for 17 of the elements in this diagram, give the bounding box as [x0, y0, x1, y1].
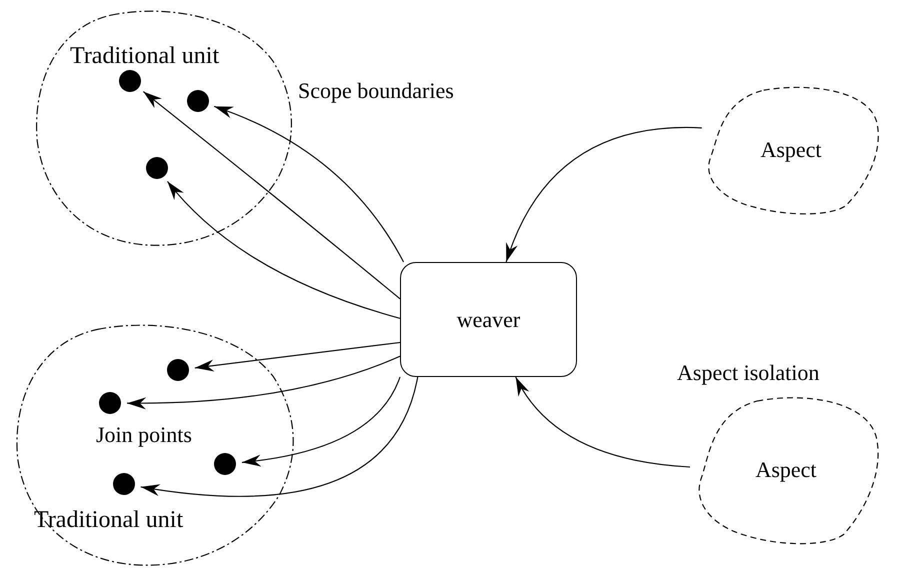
arrow — [142, 91, 400, 300]
aspect-label: Aspect — [759, 139, 823, 161]
unit-label: Traditional unit — [70, 44, 220, 68]
arrow — [140, 376, 418, 497]
arrow — [515, 376, 690, 468]
arrow — [214, 106, 404, 262]
annotation-label: Aspect isolation — [677, 362, 820, 384]
unit-label: Traditional unit — [34, 508, 184, 532]
arrow — [242, 376, 400, 466]
aspect-label: Aspect — [754, 459, 818, 481]
weaver-box: weaver — [400, 262, 577, 377]
annotation-label: Join points — [96, 424, 192, 446]
arrow — [127, 356, 400, 410]
annotation-label: Scope boundaries — [298, 80, 454, 102]
arrow — [167, 181, 400, 319]
arrow — [194, 342, 400, 372]
arrow — [506, 127, 702, 262]
